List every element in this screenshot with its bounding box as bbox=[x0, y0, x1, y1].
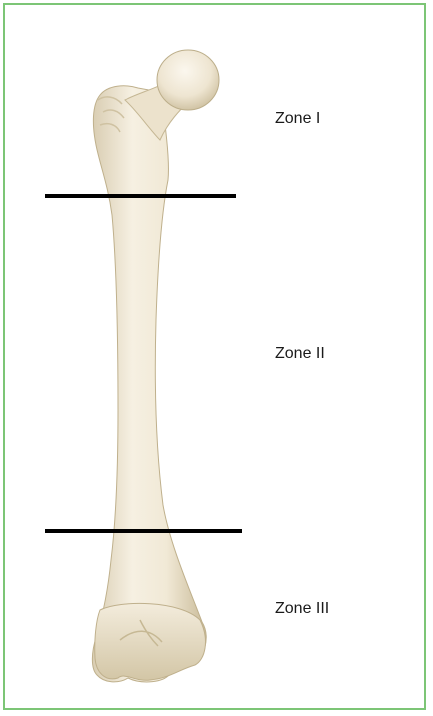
zone-label-1: Zone I bbox=[275, 110, 320, 128]
zone-label-3: Zone III bbox=[275, 600, 329, 618]
femur-body bbox=[92, 86, 206, 682]
zone-label-2: Zone II bbox=[275, 345, 325, 363]
femur-condyles bbox=[95, 603, 206, 680]
femur-head bbox=[157, 50, 219, 110]
